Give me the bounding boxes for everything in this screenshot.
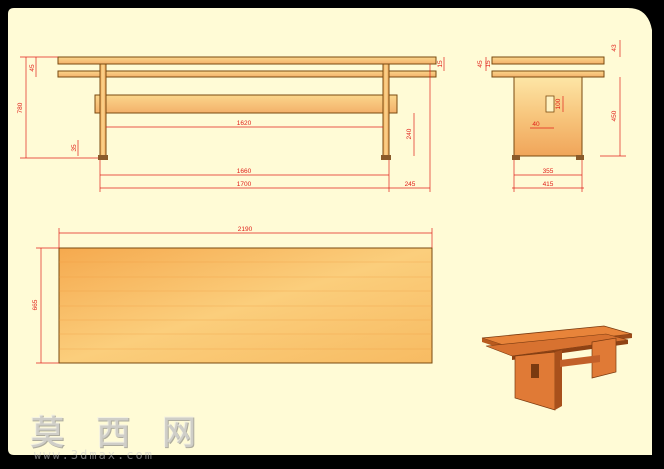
label-overall-height: 780 <box>17 102 24 113</box>
front-left-leg <box>99 63 107 157</box>
label-rail-drop: 240 <box>406 128 413 139</box>
persp-rail <box>560 355 600 367</box>
label-cutout-height: 100 <box>555 98 562 109</box>
label-outer-width: 415 <box>543 181 554 188</box>
label-top-thickness: 45 <box>29 64 36 72</box>
plan-top-surface <box>58 247 433 364</box>
front-view: 1620 1660 1700 245 780 45 35 240 15 <box>17 56 445 192</box>
side-cutout <box>545 95 555 113</box>
label-side-shelf: 15 <box>485 60 492 68</box>
persp-left-panel-side <box>555 350 562 410</box>
plan-grain <box>59 261 432 350</box>
label-side-small: 43 <box>611 44 618 52</box>
side-right-foot <box>576 155 584 160</box>
side-left-foot <box>512 155 520 160</box>
side-second-board <box>491 70 605 78</box>
label-side-height: 450 <box>611 110 618 121</box>
label-side-top: 45 <box>477 60 484 68</box>
label-inner-width: 355 <box>543 168 554 175</box>
perspective-view <box>481 325 633 411</box>
persp-cutout <box>531 364 539 378</box>
side-top-board <box>491 56 605 65</box>
front-rail <box>94 94 398 114</box>
label-plan-length: 2190 <box>238 226 253 233</box>
side-panel <box>513 76 583 157</box>
label-leg-centers: 1660 <box>237 168 252 175</box>
label-cutout-width: 40 <box>532 121 540 128</box>
label-plan-depth: 665 <box>32 299 39 310</box>
front-right-foot <box>381 155 391 160</box>
watermark-brand: 莫 西 网 <box>30 413 206 453</box>
front-left-foot <box>98 155 108 160</box>
label-foot-height: 35 <box>71 144 78 152</box>
side-view: 45 15 450 43 100 40 355 415 <box>477 40 626 192</box>
label-inner-span: 1620 <box>237 120 252 127</box>
watermark-url: www.3dmax.com <box>34 448 154 462</box>
persp-right-panel <box>591 337 617 379</box>
label-shelf-top: 15 <box>437 60 444 68</box>
front-second-board <box>57 70 437 78</box>
front-right-leg <box>382 63 390 157</box>
front-top-board <box>57 56 437 65</box>
plan-view: 2190 665 <box>32 226 433 364</box>
label-overhang: 245 <box>405 181 416 188</box>
label-frame-width: 1700 <box>237 181 252 188</box>
